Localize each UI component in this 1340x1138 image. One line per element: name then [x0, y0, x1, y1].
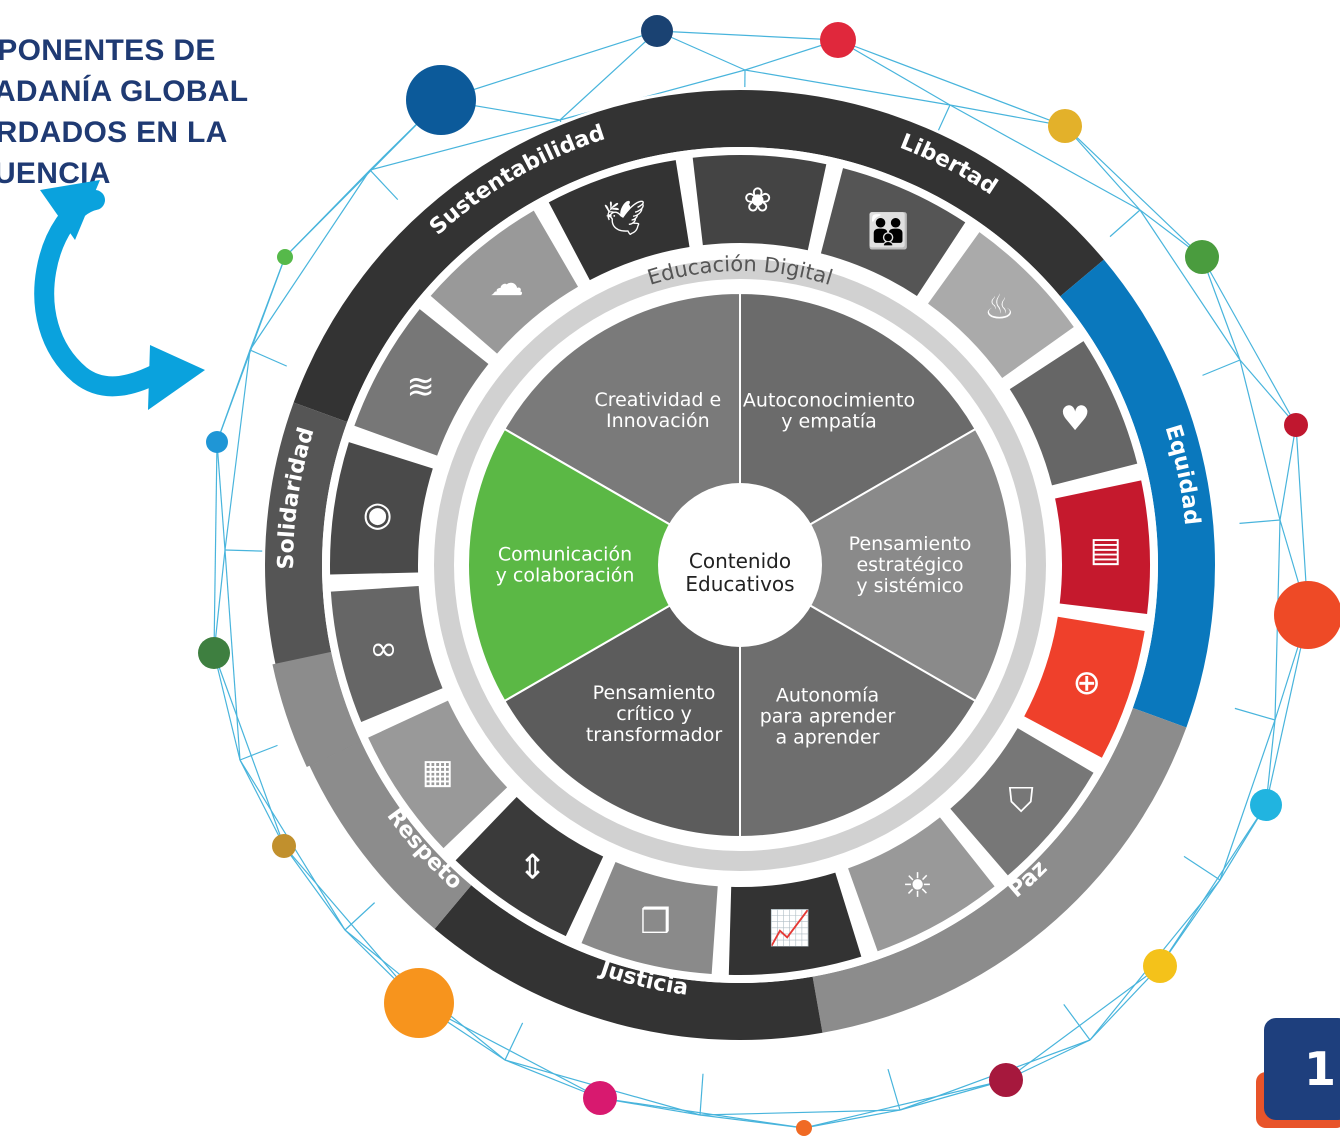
center-circle: Contenido Educativos	[658, 483, 822, 647]
network-node	[198, 637, 230, 669]
network-node	[206, 431, 228, 453]
center-label-line1: Contenido	[689, 549, 791, 573]
competency-label: para aprender	[760, 706, 896, 728]
network-node	[277, 249, 293, 265]
network-node	[796, 1120, 812, 1136]
network-node	[820, 22, 856, 58]
competency-label: y sistémico	[856, 575, 963, 597]
water-drop-icon: ⛉	[1008, 780, 1034, 820]
book-pencil-icon: ▤	[1090, 530, 1122, 570]
network-node	[1143, 949, 1177, 983]
climate-eye-icon: ◉	[363, 495, 393, 535]
competency-label: crítico y	[616, 703, 692, 725]
bowl-icon: ♨	[984, 288, 1014, 328]
network-node	[1048, 109, 1082, 143]
page-number: 1	[1304, 1042, 1336, 1096]
cubes-icon: ❒	[640, 902, 670, 942]
network-node	[1284, 413, 1308, 437]
competency-label: y empatía	[781, 410, 877, 432]
competency-label: Comunicación	[498, 544, 632, 566]
competency-label: y colaboración	[496, 565, 635, 587]
growth-chart-icon: 📈	[769, 909, 811, 949]
network-node	[1274, 581, 1340, 649]
inequality-arrows-icon: ⇕	[518, 848, 547, 888]
rings-icon: ❀	[743, 180, 772, 220]
energy-sun-icon: ☀	[902, 866, 932, 906]
network-node	[1185, 240, 1219, 274]
city-buildings-icon: ▦	[422, 752, 454, 792]
network-node	[641, 15, 673, 47]
center-label-line2: Educativos	[685, 572, 794, 596]
network-node	[406, 65, 476, 135]
network-node	[384, 968, 454, 1038]
competency-label: estratégico	[856, 554, 963, 576]
competency-label: Autoconocimiento	[743, 389, 915, 411]
competency-label: a aprender	[775, 727, 879, 749]
family-icon: 👪	[867, 211, 909, 251]
infinity-icon: ∞	[369, 629, 397, 669]
competency-label: Pensamiento	[593, 682, 716, 704]
curved-arrow-icon	[40, 180, 205, 410]
competency-label: Creatividad e	[594, 389, 721, 411]
competency-label: transformador	[586, 724, 722, 746]
dove-gavel-icon: 🕊	[603, 199, 646, 239]
page-number-badge: 1	[1252, 1018, 1340, 1138]
network-node	[583, 1081, 617, 1115]
fish-wave-icon: ≋	[406, 367, 435, 407]
gender-equality-icon: ⊕	[1073, 663, 1102, 703]
health-heart-icon: ♥	[1060, 399, 1090, 439]
network-node	[1250, 789, 1282, 821]
competency-label: Pensamiento	[849, 533, 972, 555]
competency-label: Innovación	[606, 410, 710, 432]
network-node	[272, 834, 296, 858]
competency-label: Autonomía	[776, 685, 879, 707]
tree-land-icon: ☁	[490, 264, 524, 304]
network-node	[989, 1063, 1023, 1097]
